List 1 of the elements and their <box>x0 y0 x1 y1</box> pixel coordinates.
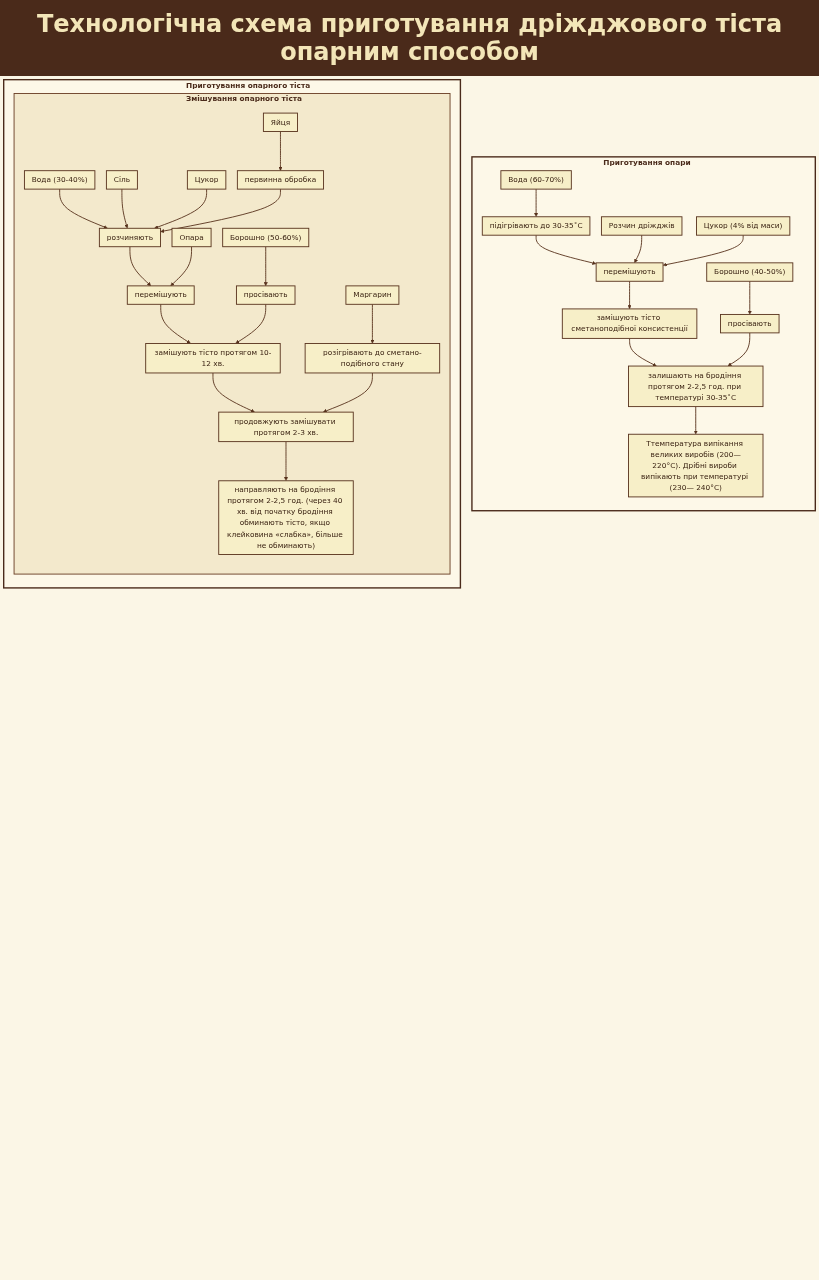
diagram-title: Технологічна схема приготування дріжджового тіста опарним способом <box>0 0 819 76</box>
